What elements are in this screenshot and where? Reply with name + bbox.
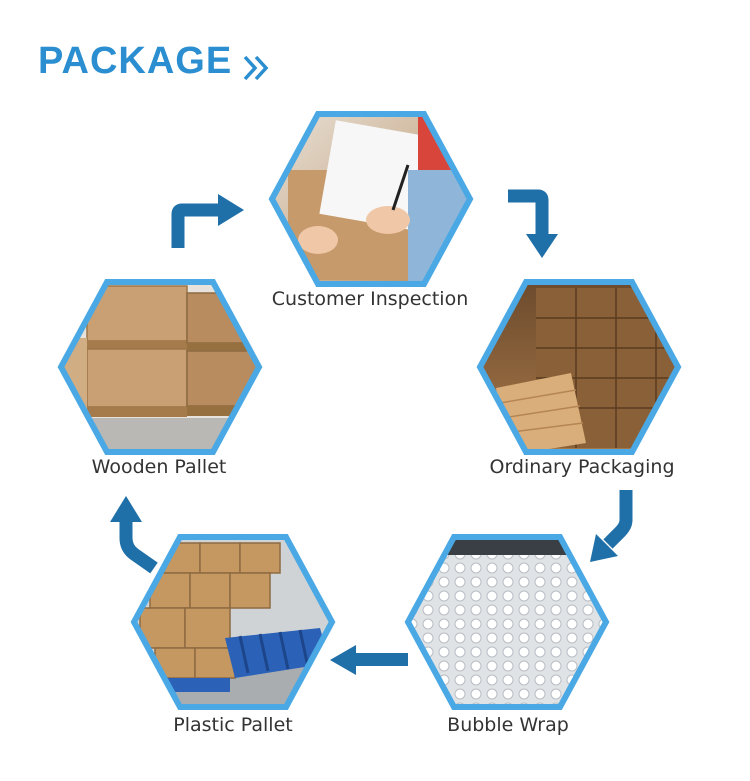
- hexagon-ordinary-packaging: [476, 278, 682, 456]
- step-label-bubble-wrap: Bubble Wrap: [378, 713, 638, 737]
- left-arrow-icon: [330, 643, 408, 677]
- page-title-text: PACKAGE: [38, 38, 232, 84]
- double-chevron-right-icon: [242, 47, 272, 75]
- page-title: PACKAGE: [38, 38, 272, 84]
- hexagon-wooden-pallet: [57, 278, 263, 456]
- step-label-customer-inspection: Customer Inspection: [240, 287, 500, 311]
- step-label-ordinary-packaging: Ordinary Packaging: [452, 455, 712, 479]
- bent-arrow-icon: [588, 486, 648, 564]
- step-label-plastic-pallet: Plastic Pallet: [103, 713, 363, 737]
- step-label-wooden-pallet: Wooden Pallet: [29, 455, 289, 479]
- hexagon-customer-inspection: [268, 110, 474, 288]
- bent-arrow-icon: [104, 494, 164, 574]
- bent-arrow-icon: [508, 186, 566, 260]
- bent-arrow-icon: [168, 190, 246, 248]
- hexagon-bubble-wrap: [404, 533, 610, 711]
